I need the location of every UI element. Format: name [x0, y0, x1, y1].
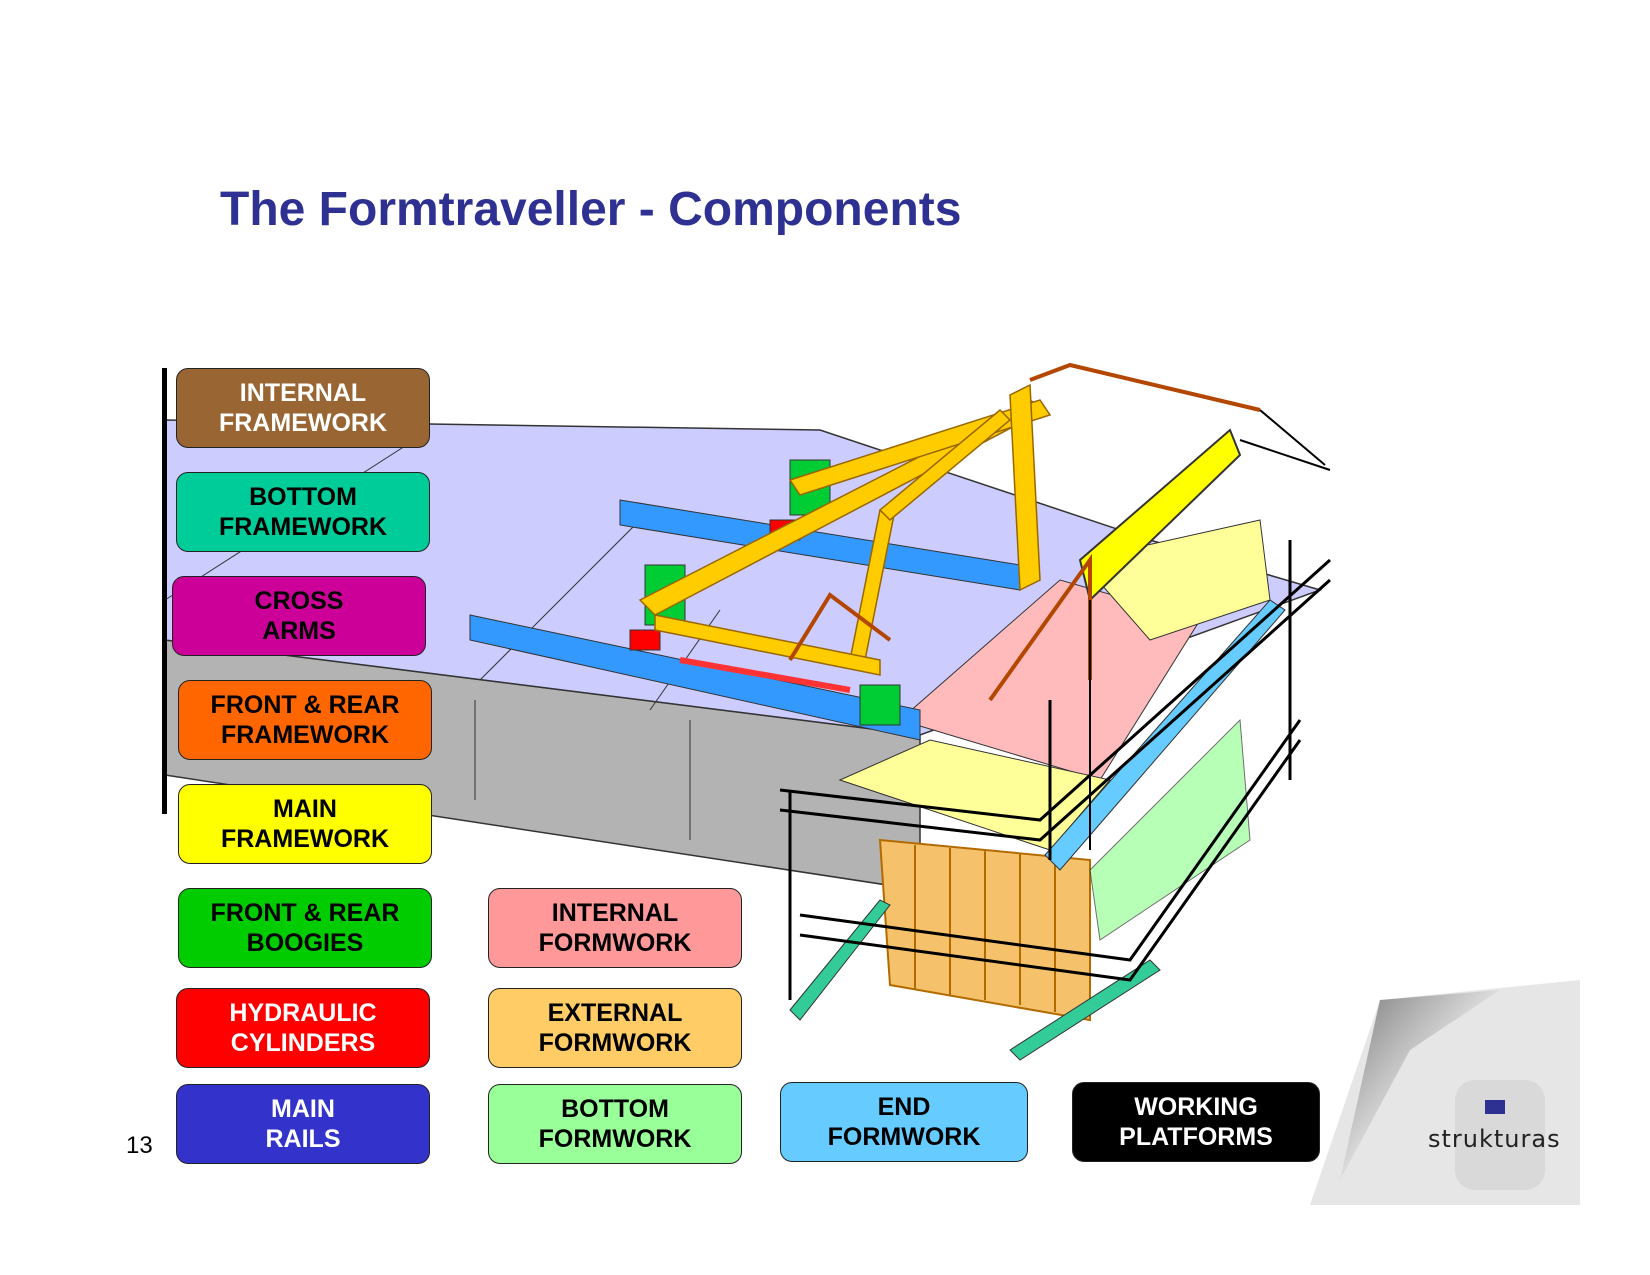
page-number: 13 [126, 1132, 153, 1159]
yellow-floor [838, 739, 1111, 851]
logo-icon [1485, 1100, 1505, 1114]
page-title: The Formtraveller - Components [220, 183, 962, 236]
legend-main-framework: MAIN FRAMEWORK [178, 784, 432, 864]
legend-internal-formwork: INTERNAL FORMWORK [488, 888, 742, 968]
legend-front-rear-boogies: FRONT & REAR BOOGIES [178, 888, 432, 968]
legend-hydraulic-cylinders: HYDRAULIC CYLINDERS [176, 988, 430, 1068]
legend-working-platforms: WORKING PLATFORMS [1072, 1082, 1320, 1162]
legend-front-rear-framework: FRONT & REAR FRAMEWORK [178, 680, 432, 760]
legend-bottom-framework: BOTTOM FRAMEWORK [176, 472, 430, 552]
legend-cross-arms: CROSS ARMS [172, 576, 426, 656]
legend-external-formwork: EXTERNAL FORMWORK [488, 988, 742, 1068]
main-framework-beam [1078, 428, 1242, 602]
legend-bottom-formwork: BOTTOM FORMWORK [488, 1084, 742, 1164]
legend-end-formwork: END FORMWORK [780, 1082, 1028, 1162]
legend-divider [162, 368, 167, 814]
legend-internal-framework: INTERNAL FRAMEWORK [176, 368, 430, 448]
legend-main-rails: MAIN RAILS [176, 1084, 430, 1164]
boogie-front [859, 684, 901, 726]
logo: strukturas [1428, 1125, 1561, 1153]
end-formwork-shape [1044, 599, 1286, 871]
